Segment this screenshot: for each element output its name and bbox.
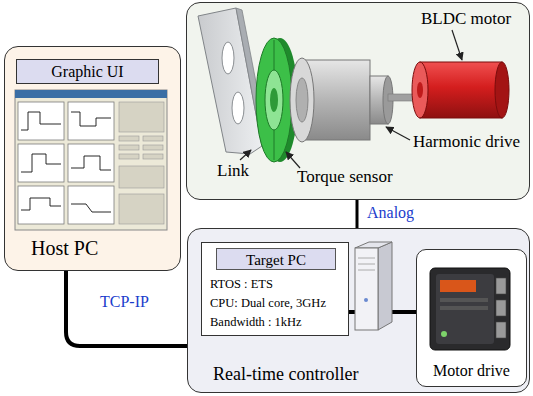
node-label: Motor drive xyxy=(417,362,526,380)
gui-header-box: Graphic UI xyxy=(16,59,159,84)
node-label: Torque sensor xyxy=(297,167,393,187)
gui-screenshot xyxy=(15,90,167,230)
node-label: Bandwidth : 1kHz xyxy=(210,315,302,329)
header-band: Target PC xyxy=(216,248,336,270)
node-label: Real-time controller xyxy=(213,364,358,385)
connector xyxy=(66,271,187,346)
node-label: RTOS : ETS xyxy=(210,277,273,291)
connector xyxy=(356,200,359,228)
signal-label: TCP-IP xyxy=(98,293,151,311)
node-label: Graphic UI xyxy=(17,63,158,81)
node-label: Link xyxy=(217,161,249,181)
node-label: Harmonic drive xyxy=(413,132,520,152)
bldc-motor xyxy=(412,62,509,118)
node-label: Host PC xyxy=(31,237,98,260)
signal-label: Analog xyxy=(365,204,416,222)
server-icon xyxy=(355,242,392,330)
node-label: BLDC motor xyxy=(421,9,511,29)
motor-drive-image xyxy=(430,268,510,350)
node-label: CPU: Dual core, 3GHz xyxy=(210,296,326,310)
target-pc-box: Target PC RTOS : ETS CPU: Dual core, 3GHzB… xyxy=(201,242,349,336)
